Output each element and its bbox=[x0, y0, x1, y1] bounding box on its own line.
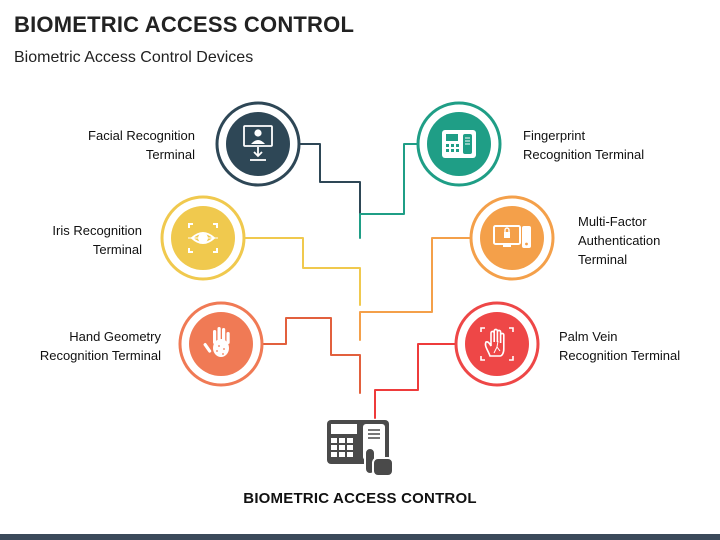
node-multifactor bbox=[469, 195, 555, 281]
keypad-terminal-icon bbox=[442, 130, 476, 158]
label-hand: Hand Geometry Recognition Terminal bbox=[39, 329, 161, 363]
connector-fingerprint bbox=[359, 143, 422, 239]
slide-subtitle: Biometric Access Control Devices bbox=[14, 49, 254, 66]
node-palm bbox=[454, 301, 540, 387]
node-iris bbox=[160, 195, 246, 281]
node-hand bbox=[178, 301, 264, 387]
connector-facial bbox=[296, 143, 361, 223]
node-facial bbox=[215, 101, 301, 187]
eye-scan-icon bbox=[188, 223, 218, 253]
label-iris: Iris Recognition Terminal bbox=[52, 223, 142, 257]
hand-print-icon bbox=[203, 327, 230, 357]
label-palm: Palm Vein Recognition Terminal bbox=[559, 329, 681, 363]
monitor-user-icon bbox=[243, 125, 273, 161]
label-fingerprint: Fingerprint Recognition Terminal bbox=[523, 128, 645, 162]
label-multifactor: Multi-Factor Authentication Terminal bbox=[578, 214, 661, 267]
secure-computer-icon bbox=[493, 225, 531, 248]
footer-bar bbox=[0, 534, 720, 540]
diagram-caption: BIOMETRIC ACCESS CONTROL bbox=[243, 490, 477, 507]
node-fingerprint bbox=[416, 101, 502, 187]
connector-palm bbox=[374, 343, 459, 419]
biometric-terminal-icon bbox=[327, 420, 394, 477]
slide-title: BIOMETRIC ACCESS CONTROL bbox=[14, 12, 355, 37]
connector-hand bbox=[260, 317, 361, 394]
connector-multifactor bbox=[359, 237, 476, 341]
palm-vein-icon bbox=[480, 327, 514, 361]
connector-iris bbox=[240, 237, 361, 306]
node-multifactor-disc bbox=[480, 206, 544, 270]
label-facial: Facial Recognition Terminal bbox=[88, 128, 195, 162]
